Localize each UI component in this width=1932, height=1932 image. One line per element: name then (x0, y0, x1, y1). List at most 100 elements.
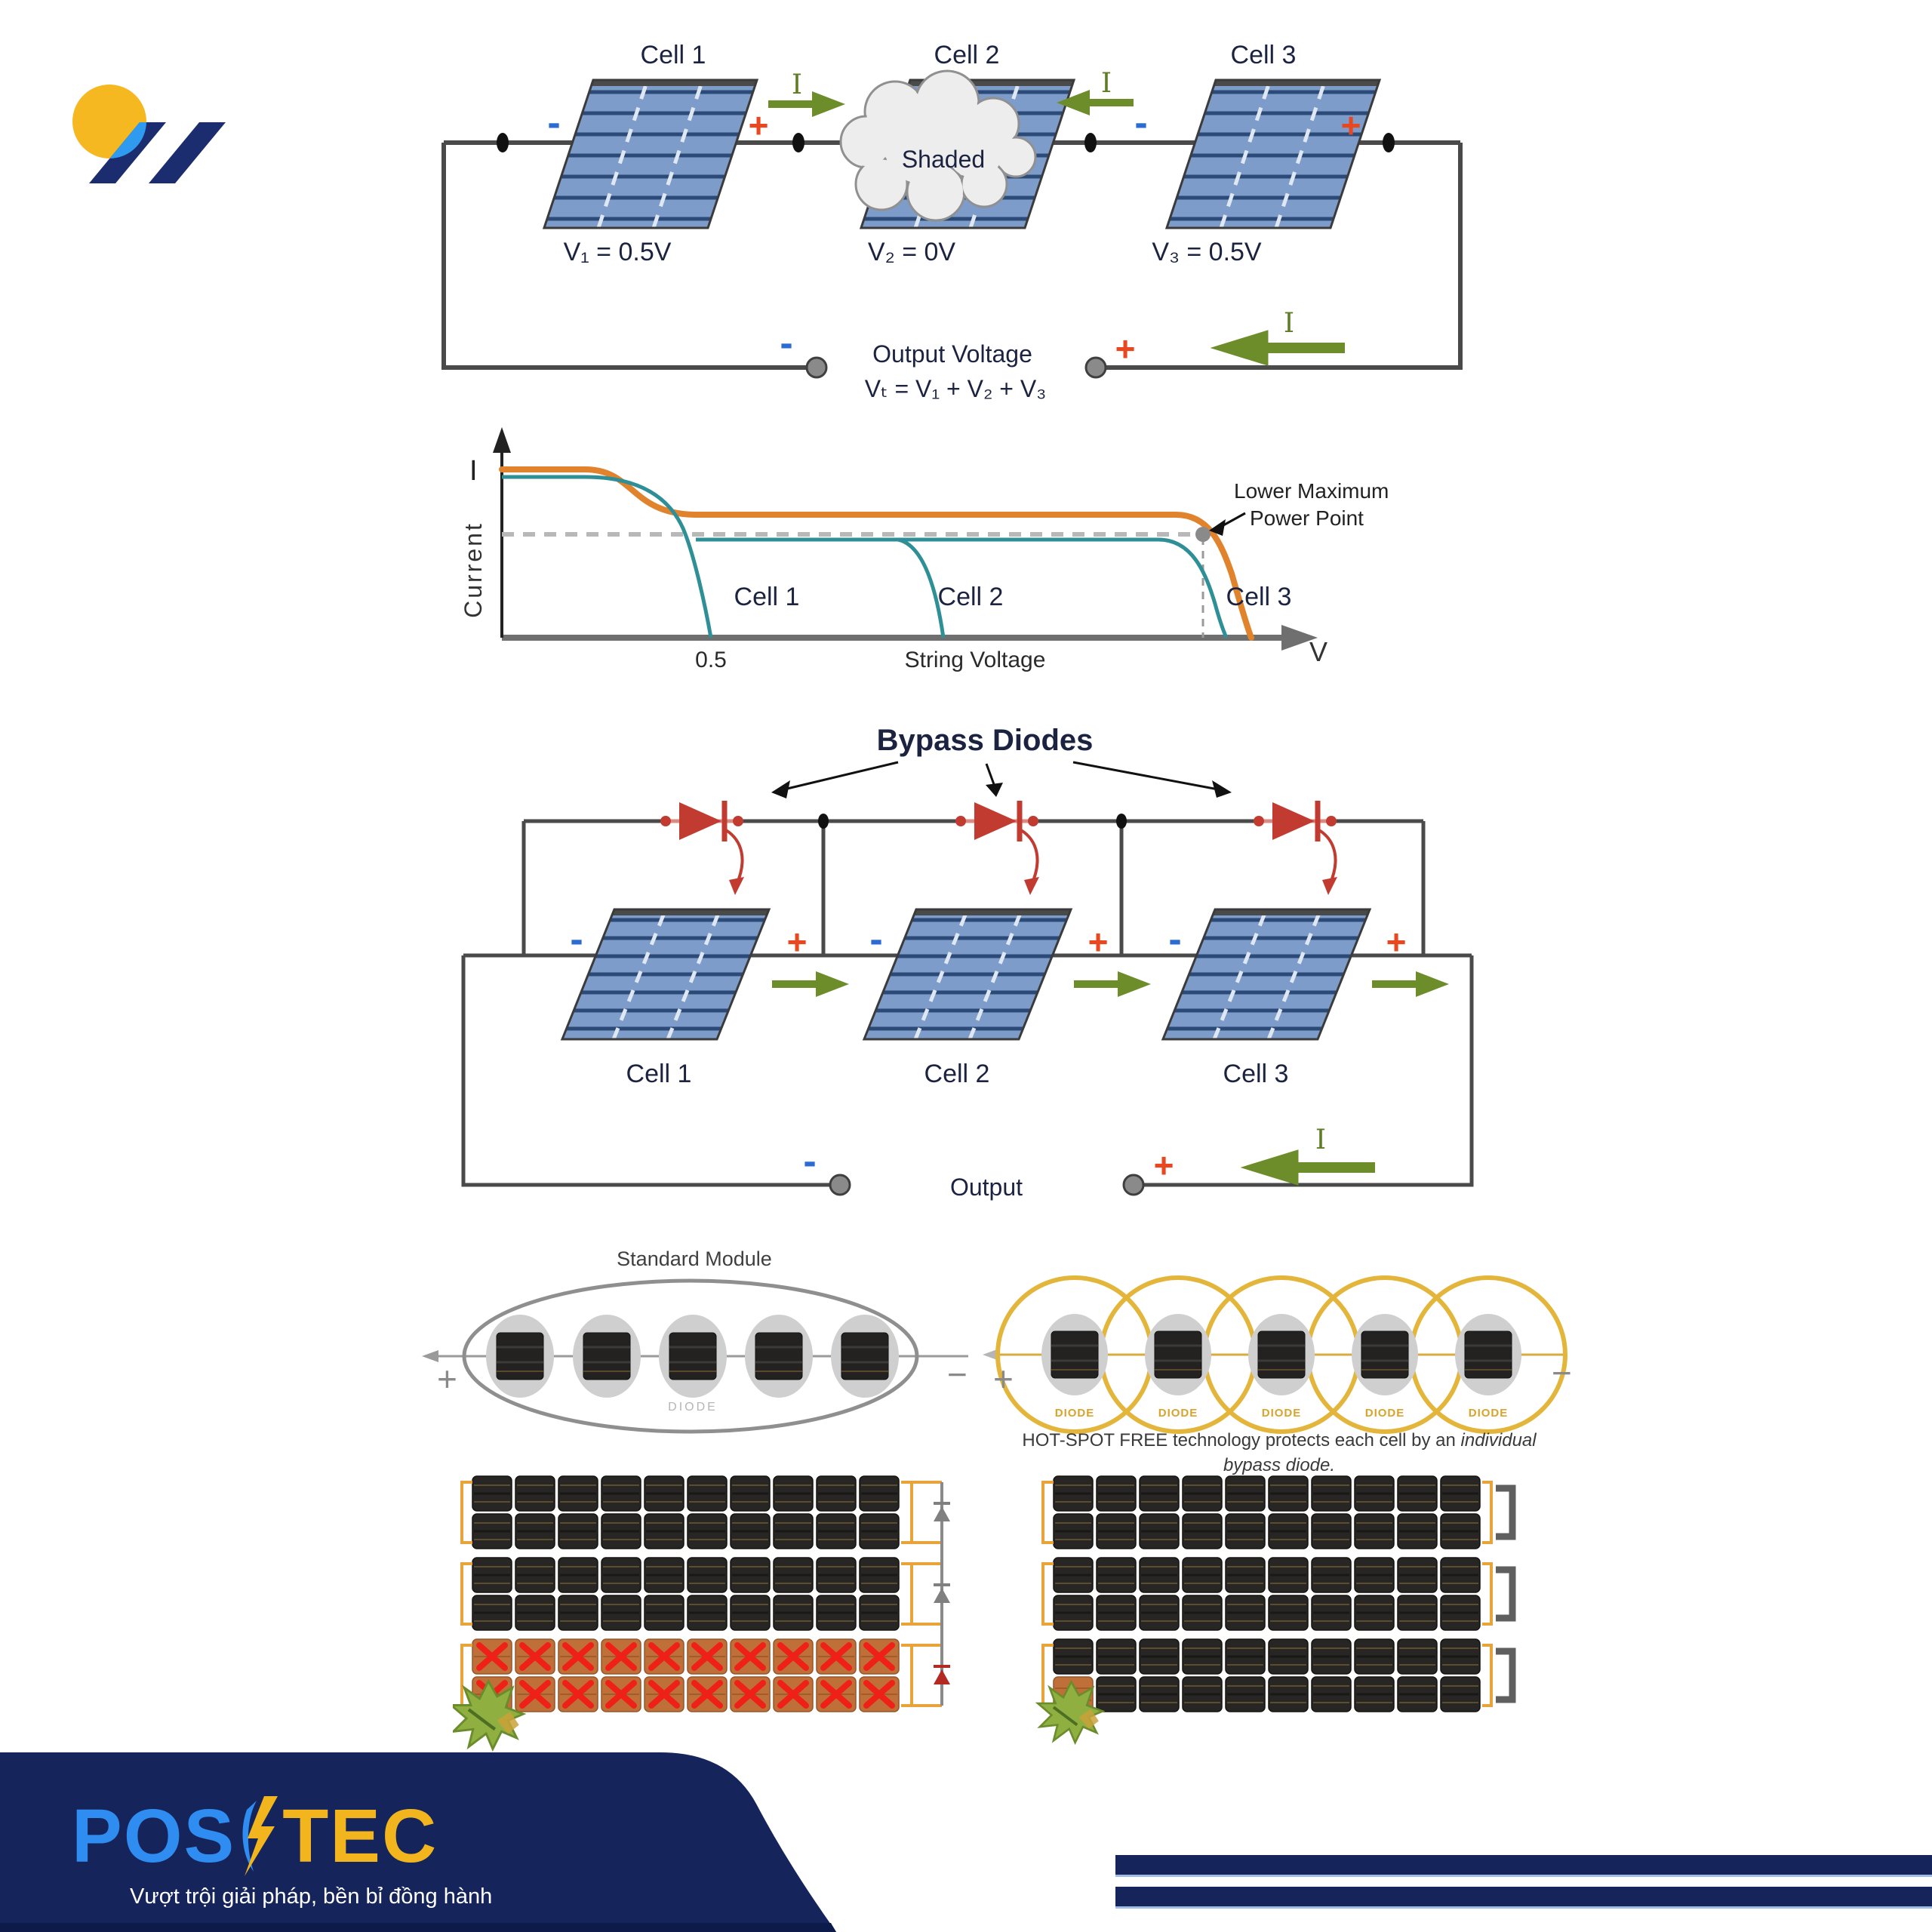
panel-cell (686, 1475, 728, 1512)
cell3-title: Cell 3 (1231, 41, 1297, 69)
panel-cell (815, 1475, 857, 1512)
panel-cell (1439, 1675, 1481, 1713)
panel-cell (1138, 1556, 1180, 1594)
brand-tagline: Vượt trội giải pháp, bền bỉ đồng hành (130, 1884, 493, 1909)
panel-cell (1353, 1675, 1395, 1713)
shaded-cell (817, 1677, 856, 1712)
panel-cell (686, 1594, 728, 1632)
panel-cell (1052, 1512, 1094, 1550)
caption-text: HOT-SPOT FREE technology protects each c… (1022, 1430, 1456, 1451)
panel-cell (471, 1556, 513, 1594)
shaded-cell (860, 1677, 899, 1712)
top-circuit-diagram: Shaded Cell 1 Cell 2 Cell 3 - + - + I I … (441, 41, 1463, 402)
output-terminal-neg (829, 1174, 851, 1196)
panel-cell (1267, 1556, 1309, 1594)
current-arrow-right-icon (1372, 971, 1449, 997)
panel-cell (1310, 1594, 1352, 1632)
panel-cell (1396, 1556, 1438, 1594)
panel-cell (1052, 1594, 1094, 1632)
minus-sign: − (1552, 1353, 1572, 1392)
module-cells (1041, 1314, 1521, 1395)
panel-cell (1310, 1512, 1352, 1550)
panel-cell (1181, 1475, 1223, 1512)
shaded-cell (558, 1639, 598, 1674)
shaded-cell (688, 1677, 727, 1712)
diode-label: DIODE (1055, 1407, 1095, 1420)
panel-cell (1138, 1594, 1180, 1632)
panel-hotspot-free (1036, 1475, 1516, 1744)
panel-slash-icon (149, 122, 226, 183)
junction-dot (818, 814, 829, 829)
panel-cell (1224, 1594, 1266, 1632)
sun-panels-logo (72, 85, 226, 183)
minus-sign: − (947, 1355, 968, 1394)
left-arrow-icon (422, 1350, 438, 1362)
panel-cell (1181, 1512, 1223, 1550)
panel-cell (858, 1475, 900, 1512)
panel-cell (1267, 1638, 1309, 1675)
panel-cell (514, 1594, 556, 1632)
shaded-cell (515, 1677, 555, 1712)
brand-post: TEC (282, 1793, 438, 1878)
panel-cell (858, 1556, 900, 1594)
x-axis-arrow-icon (1281, 625, 1318, 651)
panel-cell (1353, 1556, 1395, 1594)
bypass-diode-diagram: Bypass Diodes - + - + - + (461, 724, 1474, 1201)
panel-cell (471, 1512, 513, 1550)
panel-cell (1095, 1556, 1137, 1594)
title-arrows (783, 761, 1219, 791)
bypass-title: Bypass Diodes (877, 724, 1094, 757)
panel-cell (1095, 1675, 1137, 1713)
annotation-line2: Power Point (1250, 506, 1364, 530)
panel-cell (686, 1556, 728, 1594)
v2-value: V₂ = 0V (868, 238, 956, 266)
panel-cell (643, 1556, 685, 1594)
panel-cell (1095, 1475, 1137, 1512)
cell3-title: Cell 3 (1223, 1060, 1289, 1088)
shaded-cell (774, 1677, 813, 1712)
panel-cell (1267, 1594, 1309, 1632)
caption-line2: bypass diode. (1223, 1455, 1336, 1475)
footer-stripe (1115, 1887, 1932, 1909)
panel-cell (1439, 1475, 1481, 1512)
panel-cell (1353, 1512, 1395, 1550)
leaf-icon (453, 1681, 524, 1749)
shaded-label: Shaded (902, 146, 985, 173)
plus-sign: + (993, 1359, 1014, 1398)
panel-cell (1310, 1475, 1352, 1512)
minus-sign: - (570, 918, 583, 961)
panel-cell (1224, 1556, 1266, 1594)
panel-cell (858, 1594, 900, 1632)
minus-sign: - (547, 101, 560, 145)
cells-layer (471, 1475, 900, 1712)
cell2-title: Cell 2 (924, 1060, 990, 1088)
panel-cell (815, 1512, 857, 1550)
panel-cell (772, 1556, 814, 1594)
diode-label: DIODE (1365, 1407, 1405, 1420)
current-arrow-left-icon (1241, 1149, 1376, 1186)
panel-cell (686, 1512, 728, 1550)
bypass-current-hook-icon (1318, 829, 1339, 897)
bypass-current-hook-icon (1020, 829, 1041, 897)
panel-cell (729, 1475, 771, 1512)
cell2-curve-teal (897, 537, 946, 638)
panel-cell (1052, 1475, 1094, 1512)
current-arrow-right-icon (772, 971, 849, 997)
solar-cell-1 (555, 909, 777, 1039)
v3-value: V₃ = 0.5V (1152, 238, 1262, 266)
shaded-cell (472, 1639, 512, 1674)
shaded-cell (645, 1677, 684, 1712)
output-terminal-pos (1084, 356, 1107, 379)
solar-cell-2 (857, 909, 1078, 1039)
plus-sign: + (749, 106, 769, 145)
minus-sign: - (803, 1140, 816, 1183)
shaded-cell (645, 1639, 684, 1674)
panel-cell (1353, 1475, 1395, 1512)
x-axis-symbol: V (1309, 636, 1327, 667)
panel-cell (1310, 1556, 1352, 1594)
panel-cell (1396, 1475, 1438, 1512)
panel-cell (1353, 1594, 1395, 1632)
output-label: Output (950, 1174, 1023, 1201)
panel-cell (557, 1512, 599, 1550)
